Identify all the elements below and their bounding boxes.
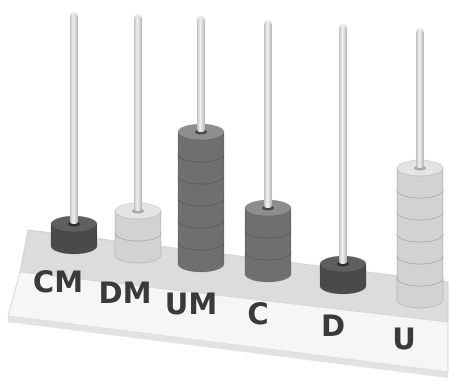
- rod-dm: [114, 14, 162, 264]
- abacus-base-edge: [8, 316, 448, 378]
- rod-cm: [50, 12, 98, 255]
- rod-u: [396, 28, 444, 309]
- rod-um: [177, 16, 225, 273]
- rod-stick-upper: [416, 30, 424, 168]
- rod-stick-upper: [134, 16, 142, 211]
- rod-stick-upper: [339, 26, 347, 264]
- place-label-cm: CM: [33, 265, 83, 299]
- place-label-u: U: [392, 322, 416, 356]
- rod-stick-upper: [70, 14, 78, 224]
- place-label-d: D: [321, 309, 345, 343]
- rod-c: [244, 20, 292, 283]
- rod-d: [319, 24, 367, 295]
- abacus-rods: [50, 12, 444, 309]
- place-label-dm: DM: [99, 276, 152, 310]
- rod-stick-upper: [197, 18, 205, 132]
- rod-stick-upper: [264, 22, 272, 208]
- place-label-c: C: [247, 297, 268, 331]
- place-label-um: UM: [165, 287, 217, 321]
